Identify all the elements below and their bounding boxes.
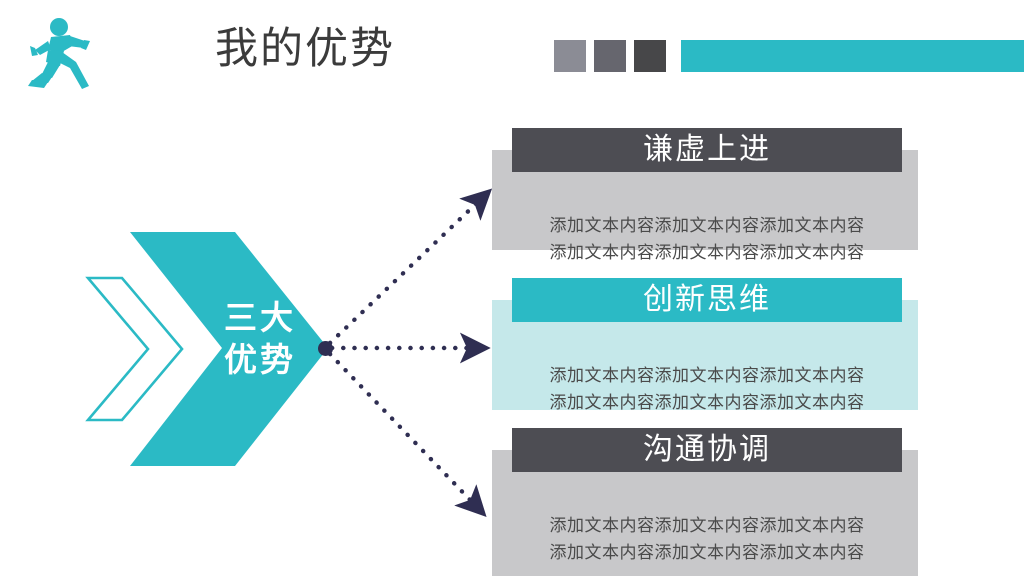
connector-hub-dot [318,341,333,356]
running-person-icon [18,10,104,96]
advantage-card-3[interactable]: 添加文本内容添加文本内容添加文本内容 添加文本内容添加文本内容添加文本内容 沟通… [492,428,918,576]
card-title-bar: 创新思维 [512,278,902,322]
card-body-line1: 添加文本内容添加文本内容添加文本内容 [549,516,865,535]
advantage-card-2[interactable]: 添加文本内容添加文本内容添加文本内容 添加文本内容添加文本内容添加文本内容 创新… [492,278,918,412]
card-body-line1: 添加文本内容添加文本内容添加文本内容 [549,216,865,235]
card-title-bar: 谦虚上进 [512,128,902,172]
center-chevron-graphic [70,230,360,470]
card-title-bar: 沟通协调 [512,428,902,472]
header-accent-bar [681,40,1024,72]
card-body-line2: 添加文本内容添加文本内容添加文本内容 [549,543,865,562]
card-body-line2: 添加文本内容添加文本内容添加文本内容 [549,393,865,412]
card-body-line1: 添加文本内容添加文本内容添加文本内容 [549,366,865,385]
card-body-text: 添加文本内容添加文本内容添加文本内容 添加文本内容添加文本内容添加文本内容 [512,362,902,416]
header-swatch-2 [594,40,626,72]
advantage-card-1[interactable]: 添加文本内容添加文本内容添加文本内容 添加文本内容添加文本内容添加文本内容 谦虚… [492,128,918,262]
card-body-line2: 添加文本内容添加文本内容添加文本内容 [549,243,865,262]
page-title: 我的优势 [215,25,395,73]
header-swatch-1 [554,40,586,72]
card-body-text: 添加文本内容添加文本内容添加文本内容 添加文本内容添加文本内容添加文本内容 [512,212,902,266]
card-body-text: 添加文本内容添加文本内容添加文本内容 添加文本内容添加文本内容添加文本内容 [512,512,902,566]
solid-chevron-shape [130,232,328,466]
outline-chevron-shape [85,276,184,422]
header-swatch-3 [634,40,666,72]
